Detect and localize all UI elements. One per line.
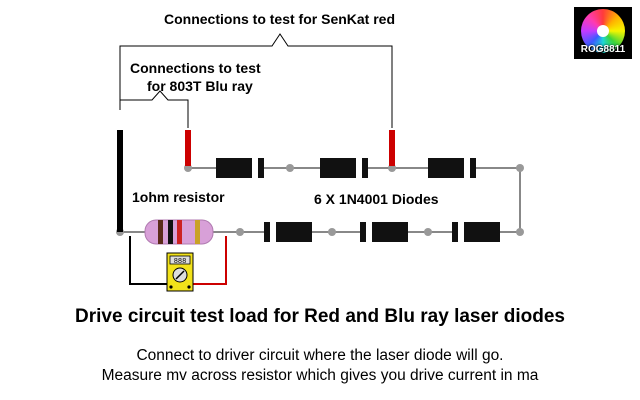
meter-lead-red [193, 236, 227, 285]
junction-dots [116, 164, 524, 236]
diode-3 [428, 158, 476, 178]
red-probe-bluray [185, 130, 191, 166]
diode-5 [360, 222, 408, 242]
note-line-1: Connect to driver circuit where the lase… [136, 347, 504, 364]
black-probe [117, 130, 123, 232]
meter-display-text: 888 [174, 258, 187, 266]
multimeter: 888 [166, 252, 194, 292]
bluray-label-line1: Connections to test [130, 60, 261, 76]
diode-2 [320, 158, 368, 178]
senkat-label: Connections to test for SenKat red [164, 11, 396, 27]
red-probe-senkat [389, 130, 395, 166]
resistor [144, 219, 214, 245]
logo: ROG8811 [574, 7, 632, 59]
senkat-bracket [119, 33, 393, 128]
meter-lead-black [129, 236, 168, 285]
diode-1 [216, 158, 264, 178]
diode-6 [452, 222, 500, 242]
diode-4 [264, 222, 312, 242]
logo-text: ROG8811 [580, 44, 626, 55]
note-line-2: Measure mv across resistor which gives y… [101, 367, 539, 384]
bluray-label-line2: for 803T Blu ray [147, 78, 253, 94]
resistor-label: 1ohm resistor [132, 189, 225, 205]
diodes-label: 6 X 1N4001 Diodes [314, 191, 439, 207]
color-wheel-icon [581, 9, 625, 53]
bluray-bracket [119, 90, 189, 128]
diagram-title: Drive circuit test load for Red and Blu … [75, 306, 565, 327]
